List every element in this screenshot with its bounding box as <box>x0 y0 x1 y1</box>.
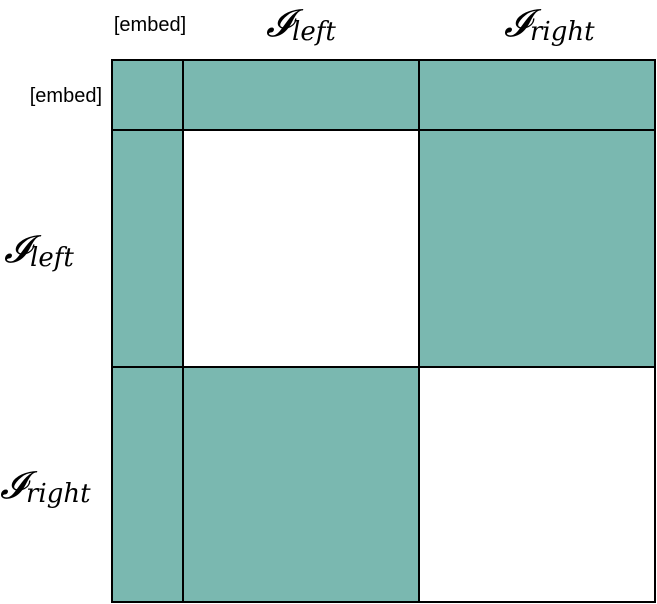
svg-text:right: right <box>530 17 595 47</box>
cell-embed-left-masked <box>182 59 420 131</box>
col-header-left: 𝓘 left <box>266 1 336 47</box>
cell-embed-embed-masked <box>111 59 184 131</box>
mask-matrix <box>111 59 656 603</box>
cell-left-left-unmasked <box>182 129 420 368</box>
cell-right-left-masked <box>182 366 420 603</box>
col-header-right: 𝓘 right <box>504 1 595 47</box>
svg-text:left: left <box>30 243 74 273</box>
cell-right-embed-masked <box>111 366 184 603</box>
svg-text:left: left <box>292 17 336 47</box>
cell-left-embed-masked <box>111 129 184 368</box>
svg-text:right: right <box>26 479 91 509</box>
cell-embed-right-masked <box>418 59 656 131</box>
row-header-embed: [embed] <box>30 85 102 107</box>
matrix-border <box>111 59 656 603</box>
row-header-left: 𝓘 left <box>4 227 74 273</box>
col-header-embed: [embed] <box>114 14 186 36</box>
cell-right-right-unmasked <box>418 366 656 603</box>
row-header-right: 𝓘 right <box>0 463 91 509</box>
cell-left-right-masked <box>418 129 656 368</box>
